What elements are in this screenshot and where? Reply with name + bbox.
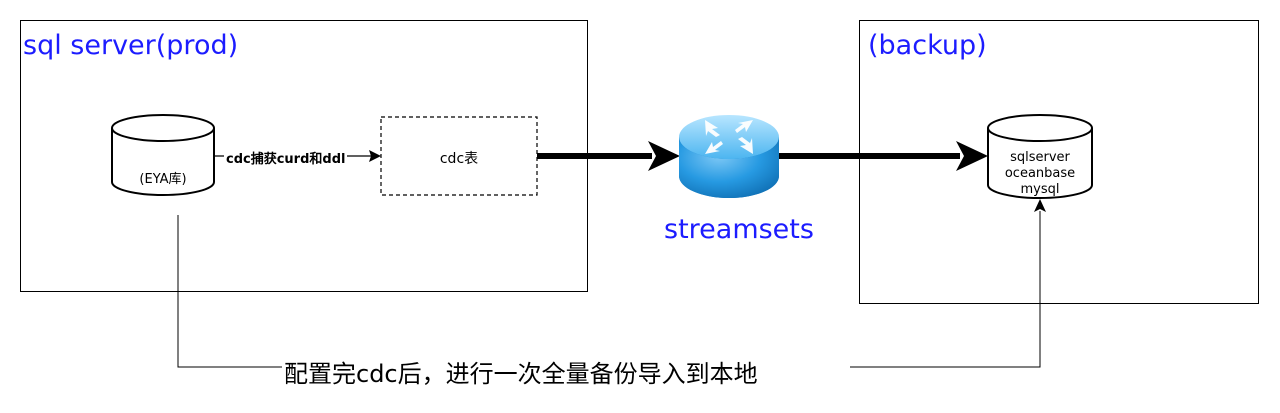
cdc-table-label: cdc表	[439, 151, 479, 167]
capture-arrow-label: cdc捕获curd和ddl	[224, 148, 348, 167]
streamsets-to-backup-arrow	[779, 141, 988, 171]
target-database-cylinder	[987, 114, 1093, 199]
source-database-label: (EYA库)	[139, 172, 187, 187]
streamsets-label: streamsets	[664, 214, 814, 245]
target-database-line-2: oceanbase	[1004, 166, 1076, 181]
full-backup-label: 配置完cdc后，进行一次全量备份导入到本地	[284, 360, 758, 388]
prod-container-title: sql server(prod)	[23, 30, 239, 61]
target-database-line-1: sqlserver	[1010, 150, 1070, 165]
target-database-line-3: mysql	[1020, 182, 1060, 197]
cdc-to-streamsets-arrow	[537, 141, 680, 171]
streamsets-router-icon	[679, 115, 779, 198]
backup-container-title: (backup)	[868, 30, 987, 61]
cdc-table-box	[380, 116, 538, 196]
full-backup-connector	[177, 199, 1046, 368]
source-database-cylinder	[111, 114, 215, 196]
